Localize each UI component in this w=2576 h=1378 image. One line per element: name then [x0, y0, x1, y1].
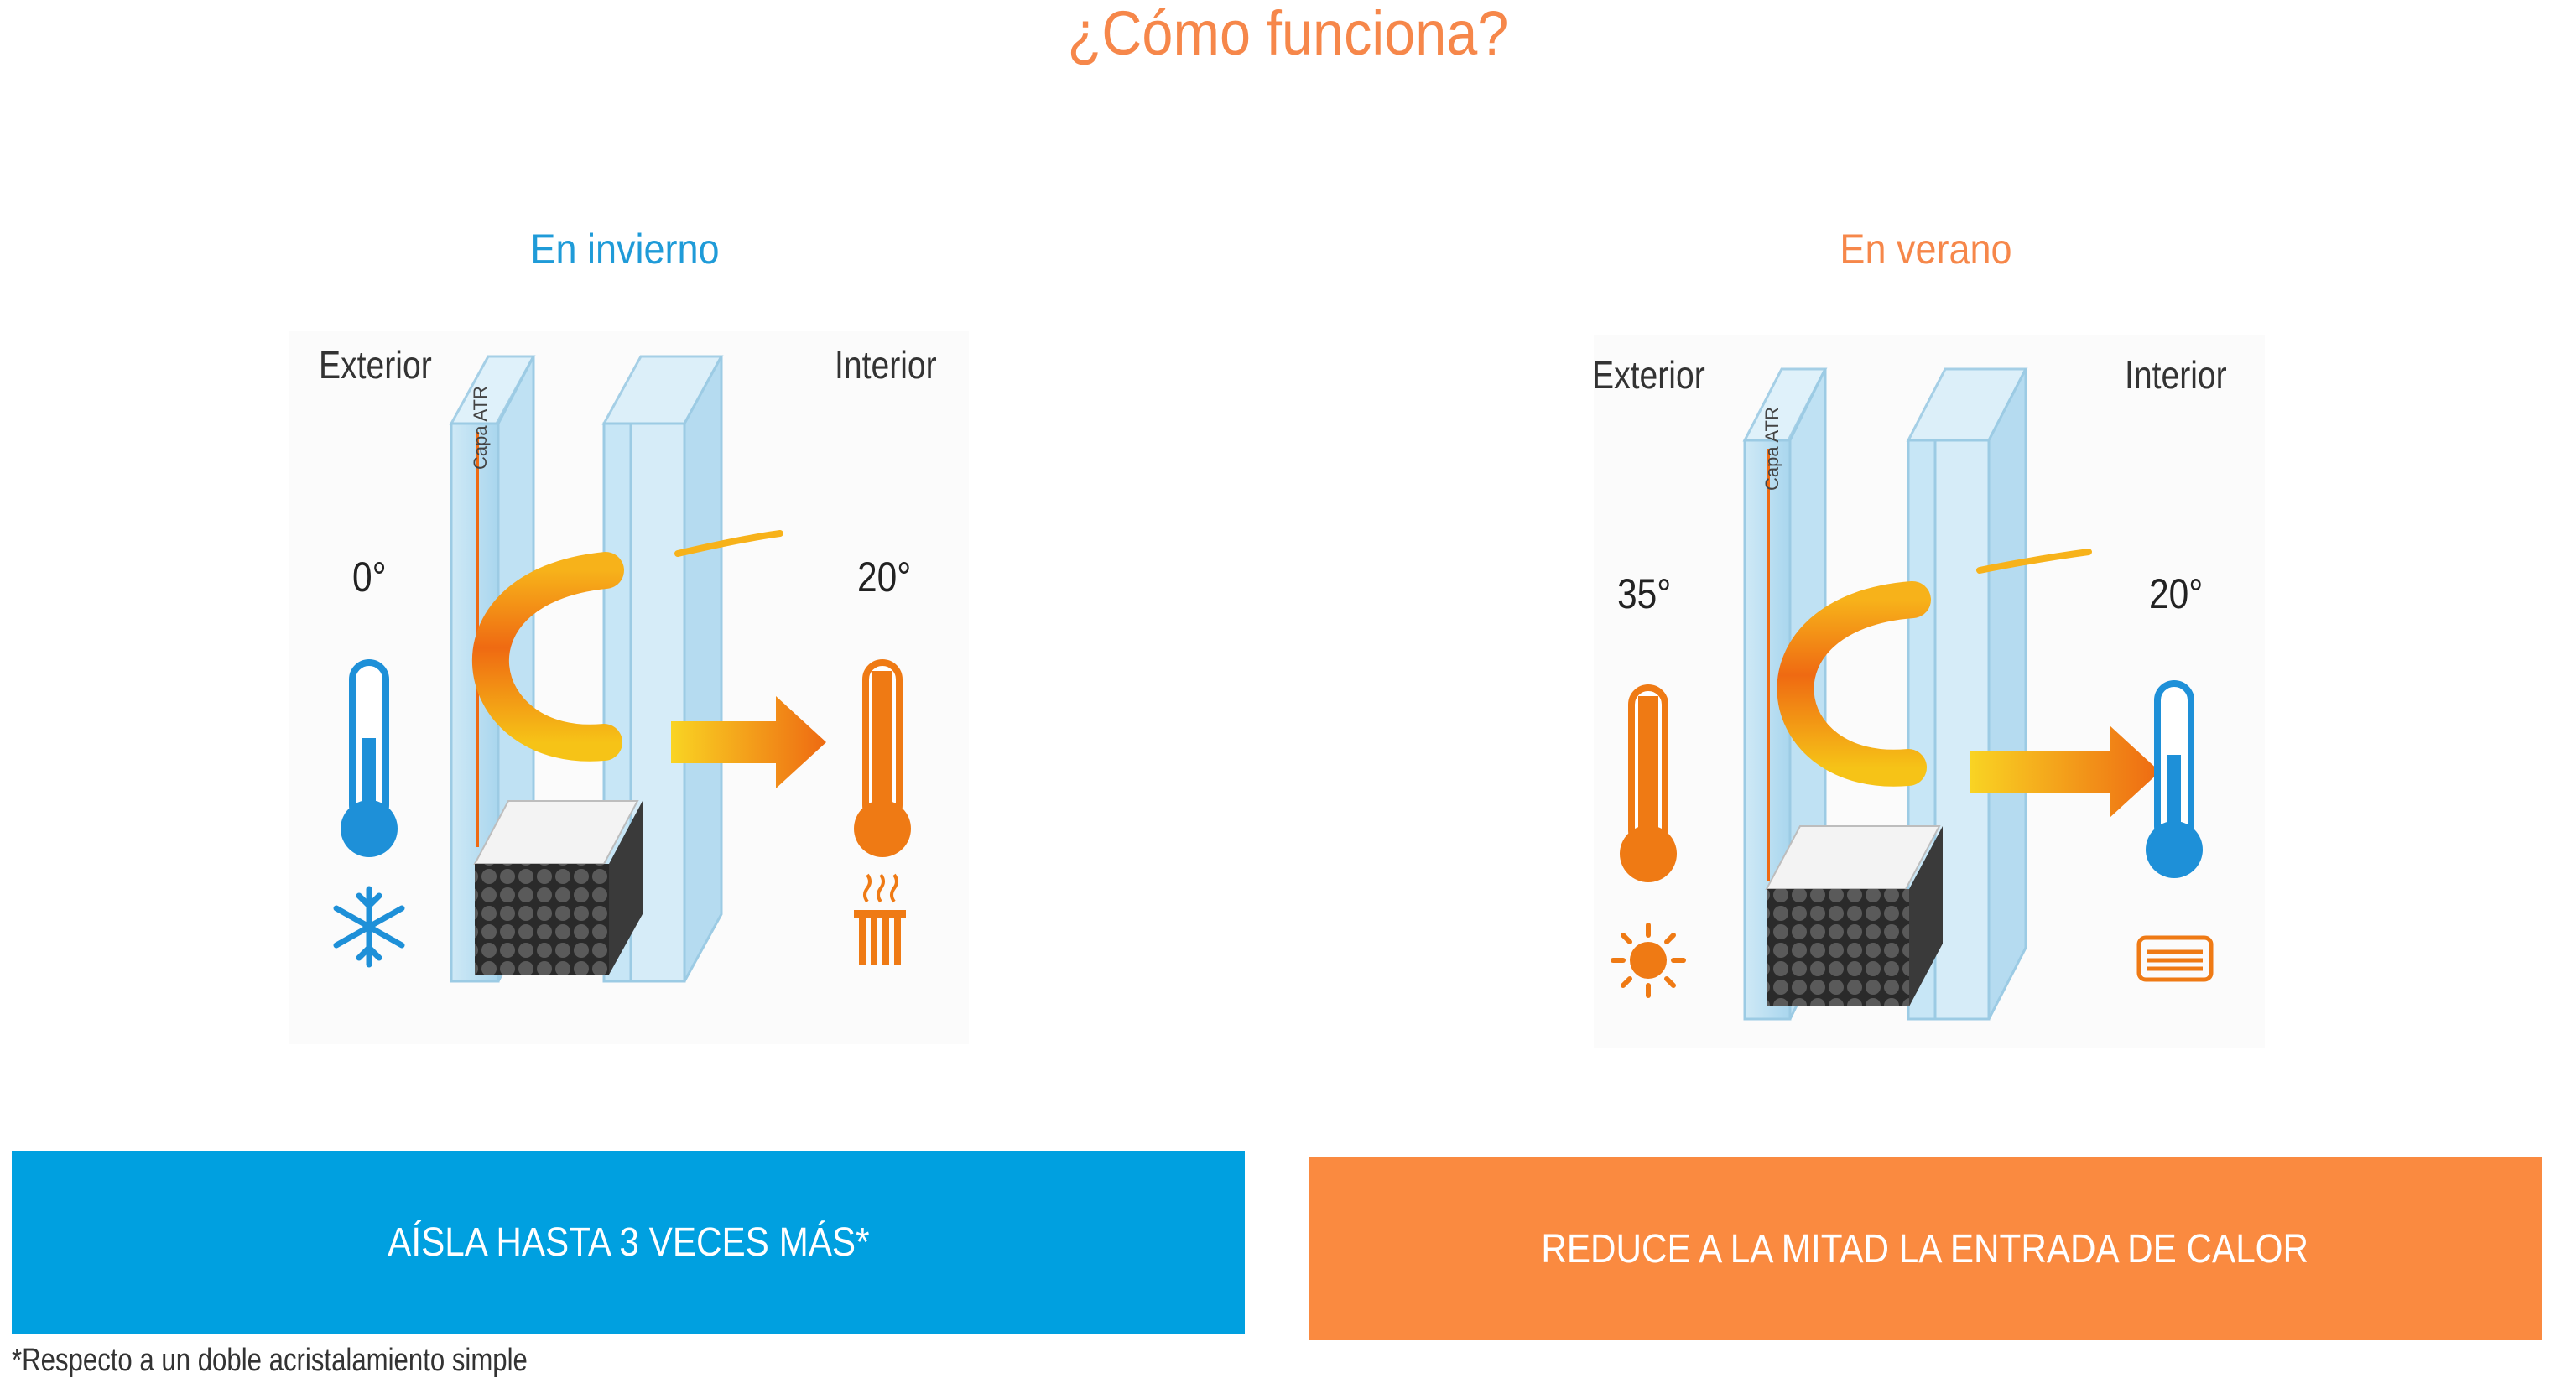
summer-exterior-label: Exterior: [1592, 353, 1705, 397]
summer-heat-arc: [1777, 581, 1931, 787]
winter-heat-arc: [472, 552, 624, 762]
winter-heat-arrow: [671, 696, 826, 788]
summer-diagram: [1594, 335, 2265, 1048]
winter-interior-label: Interior: [835, 343, 937, 387]
summer-cold-thermometer: [2146, 680, 2203, 878]
summer-atr-label: Capa ATR: [1762, 407, 1782, 491]
summer-hot-thermometer: [1620, 684, 1677, 882]
summer-heat-arrow: [1970, 725, 2160, 818]
air-conditioner-icon: [2136, 935, 2214, 982]
summer-banner: REDUCE A LA MITAD LA ENTRADA DE CALOR: [1309, 1157, 2542, 1340]
summer-banner-text: REDUCE A LA MITAD LA ENTRADA DE CALOR: [1541, 1226, 2309, 1271]
winter-banner-text: AÍSLA HASTA 3 VECES MÁS*: [387, 1219, 870, 1265]
radiator-icon: [854, 873, 906, 965]
summer-title: En verano: [1840, 226, 2012, 273]
summer-interior-temp: 20°: [2149, 570, 2204, 617]
winter-exterior-label: Exterior: [319, 343, 432, 387]
winter-hot-thermometer: [854, 659, 911, 857]
sun-icon: [1611, 923, 1686, 998]
summer-panel: En verano: [1292, 0, 2576, 1373]
winter-banner: AÍSLA HASTA 3 VECES MÁS*: [12, 1151, 1245, 1334]
winter-panel: En invierno: [0, 0, 1292, 1373]
winter-title: En invierno: [530, 226, 720, 273]
summer-interior-label: Interior: [2125, 353, 2227, 397]
winter-interior-temp: 20°: [857, 554, 912, 601]
summer-spacer: [1767, 889, 1909, 1006]
winter-atr-label: Capa ATR: [470, 386, 491, 470]
summer-exterior-temp: 35°: [1617, 570, 1672, 617]
winter-cold-thermometer: [341, 659, 398, 857]
footnote: *Respecto a un doble acristalamiento sim…: [12, 1343, 528, 1378]
page-title: ¿Cómo funciona?: [1067, 0, 1509, 68]
winter-spacer: [475, 864, 609, 975]
winter-diagram: [289, 331, 969, 1044]
snowflake-icon: [333, 886, 405, 968]
winter-exterior-temp: 0°: [352, 554, 387, 601]
